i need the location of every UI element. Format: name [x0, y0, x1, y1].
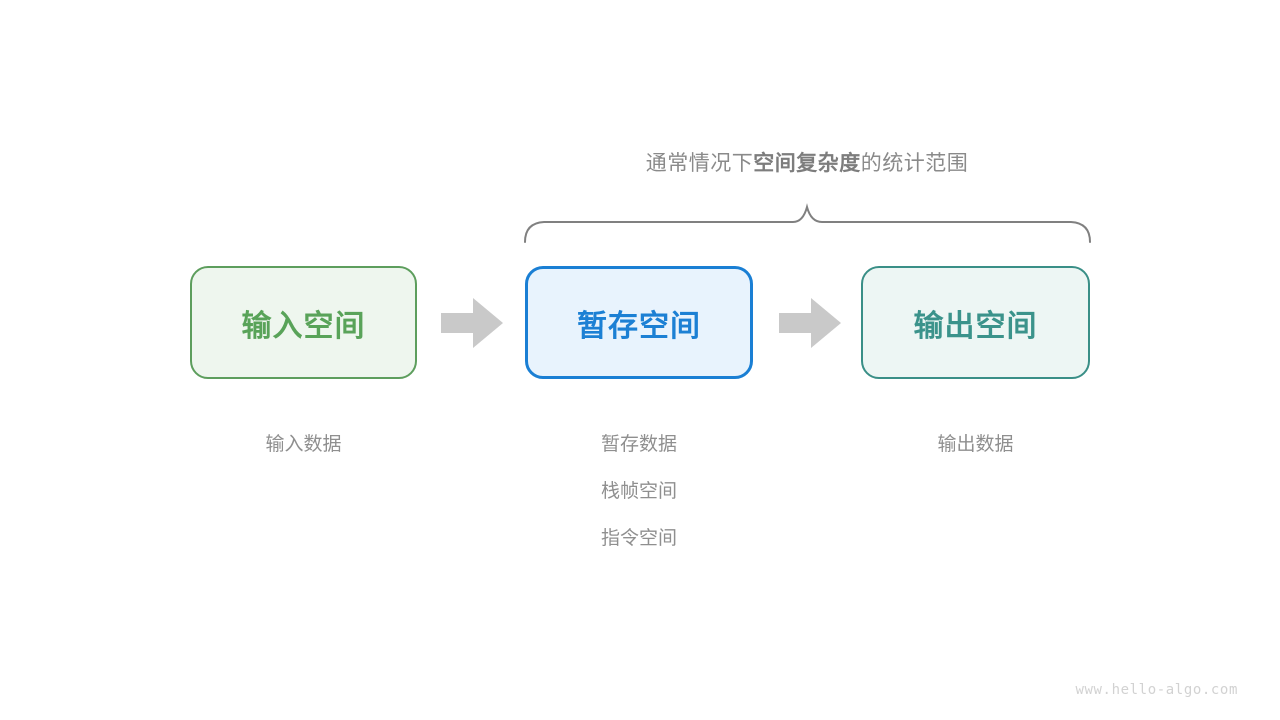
- scope-title: 通常情况下空间复杂度的统计范围: [0, 147, 1280, 177]
- box-output-space-label: 输出空间: [913, 309, 1038, 343]
- box-output-space[interactable]: 输出空间: [861, 266, 1090, 379]
- box-input-space[interactable]: 输入空间: [190, 266, 417, 379]
- scope-title-emphasis: 空间复杂度: [753, 152, 861, 175]
- watermark: www.hello-algo.com: [1075, 682, 1238, 698]
- arrow-right-icon: [779, 298, 841, 348]
- box-temp-space[interactable]: 暂存空间: [525, 266, 753, 379]
- caption-line: 栈帧空间: [600, 481, 677, 502]
- caption-line: 指令空间: [600, 528, 677, 549]
- caption-group-input: 输入数据: [190, 421, 417, 468]
- box-temp-space-label: 暂存空间: [577, 309, 701, 343]
- scope-title-prefix: 通常情况下: [645, 152, 754, 175]
- caption-group-output: 输出数据: [861, 421, 1090, 468]
- curly-brace-icon: [524, 203, 1091, 243]
- caption-line: 输入数据: [265, 434, 342, 455]
- box-input-space-label: 输入空间: [241, 309, 366, 343]
- arrow-right-icon: [441, 298, 503, 348]
- caption-line: 输出数据: [937, 434, 1014, 455]
- caption-group-temp: 暂存数据 栈帧空间 指令空间: [525, 421, 753, 562]
- scope-title-suffix: 的统计范围: [860, 152, 969, 175]
- caption-line: 暂存数据: [600, 434, 677, 455]
